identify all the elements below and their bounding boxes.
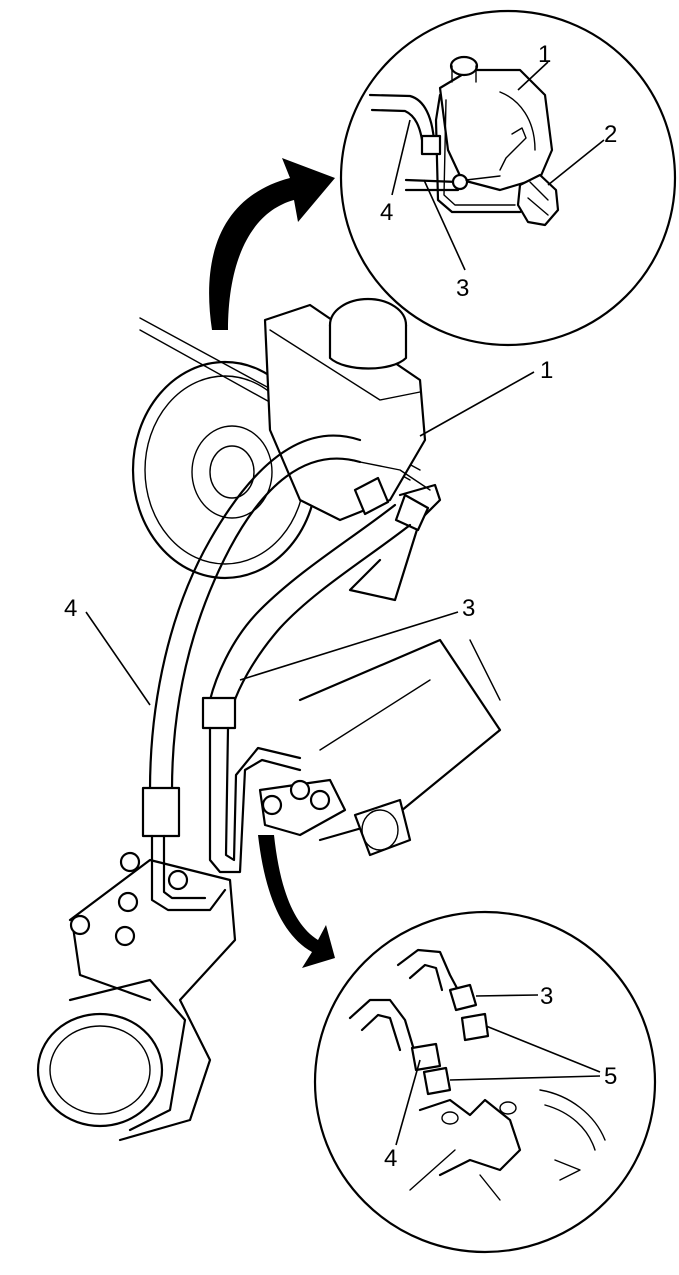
bottom-inset-circle: [313, 910, 657, 1254]
top-curved-arrow: [209, 158, 335, 330]
top-leader-2: [547, 139, 605, 186]
return-hose: [201, 503, 412, 874]
main-illustration: 1 3 4: [36, 297, 553, 1142]
top-callout-2: 2: [604, 121, 617, 148]
top-callout-1: 1: [538, 41, 551, 68]
steering-gear: [36, 638, 502, 1142]
top-callout-3: 3: [456, 275, 469, 302]
main-leader-3: [239, 611, 459, 681]
bottom-detail-inset: 3 5 4: [313, 910, 657, 1254]
top-leader-3: [423, 179, 466, 271]
bottom-return-nut: [448, 983, 478, 1012]
pump-outlet-fitting: [394, 493, 430, 532]
pressure-hose: [141, 434, 390, 912]
top-inset-hoses: [368, 93, 501, 192]
top-leader-1: [517, 61, 549, 91]
top-leader-4: [391, 119, 411, 196]
top-inset-pump: [434, 55, 554, 214]
top-detail-inset: 1 2 3 4: [339, 9, 677, 347]
bottom-callout-4: 4: [384, 1145, 397, 1172]
main-callout-4: 4: [64, 595, 77, 622]
bottom-leader-3: [475, 994, 539, 997]
main-callout-1: 1: [540, 357, 553, 384]
bottom-callout-5: 5: [604, 1063, 617, 1090]
power-steering-pump: [263, 297, 431, 522]
bottom-pressure-line: [348, 998, 416, 1052]
top-callout-4: 4: [380, 199, 393, 226]
main-leader-4: [85, 611, 151, 706]
bottom-leader-5a: [485, 1025, 601, 1073]
main-callout-3: 3: [462, 595, 475, 622]
bottom-return-line: [396, 948, 460, 992]
bottom-seal-b: [422, 1066, 452, 1096]
top-inset-circle: [339, 9, 677, 347]
bottom-leader-5b: [449, 1075, 601, 1081]
top-inset-fitting: [516, 173, 560, 227]
main-leader-1: [419, 371, 535, 437]
bottom-pressure-nut: [410, 1042, 442, 1072]
bottom-leader-4: [395, 1059, 421, 1146]
bottom-callout-3: 3: [540, 983, 553, 1010]
bottom-seal-a: [460, 1012, 490, 1042]
bottom-curved-arrow: [258, 835, 335, 968]
